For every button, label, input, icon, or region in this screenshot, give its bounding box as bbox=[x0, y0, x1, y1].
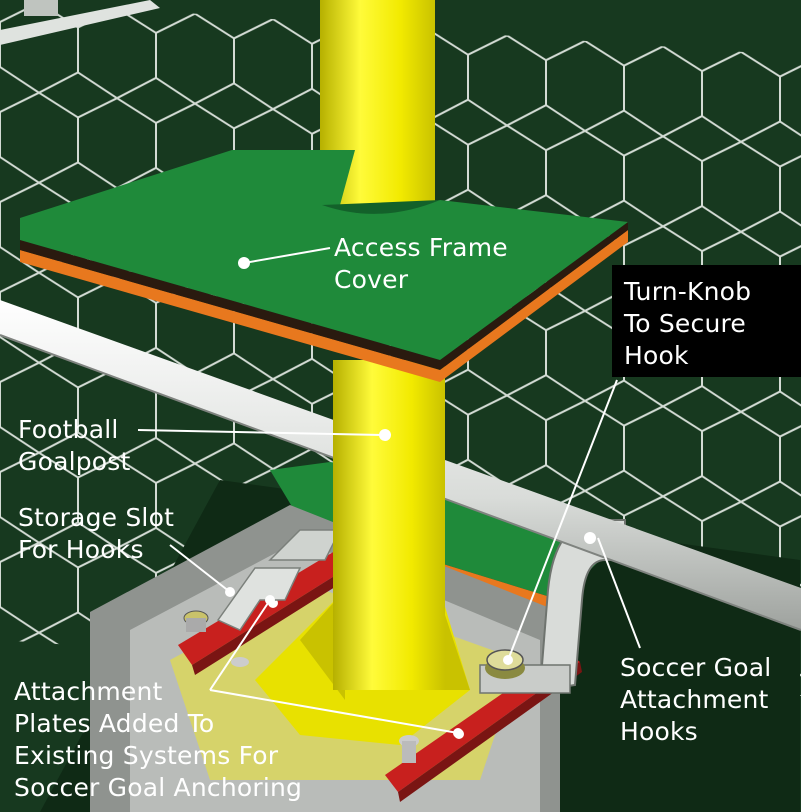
callout-dots bbox=[225, 257, 596, 738]
label-line: To Secure bbox=[624, 309, 747, 338]
label-attachment-plates: Attachment Plates Added To Existing Syst… bbox=[14, 676, 302, 804]
label-line: Attachment bbox=[620, 685, 769, 714]
label-soccer-goal-hooks: Soccer Goal Attachment Hooks bbox=[620, 652, 771, 748]
label-line: For Hooks bbox=[18, 535, 144, 564]
label-line: Soccer Goal Anchoring bbox=[14, 773, 303, 802]
label-line: Football bbox=[18, 415, 119, 444]
label-football-goalpost: Football Goalpost bbox=[18, 414, 131, 478]
access-frame-cover bbox=[20, 150, 628, 382]
callout-lines bbox=[137, 247, 641, 734]
label-turn-knob: Turn-Knob To Secure Hook bbox=[624, 276, 751, 372]
label-line: Soccer Goal bbox=[620, 653, 772, 682]
label-access-frame-cover: Access Frame Cover bbox=[334, 232, 508, 296]
turn-knob bbox=[485, 649, 525, 679]
label-line: Plates Added To bbox=[14, 709, 215, 738]
label-line: Goalpost bbox=[18, 447, 131, 476]
label-line: Hook bbox=[624, 341, 689, 370]
storage-slot-hook bbox=[216, 529, 342, 631]
label-line: Hooks bbox=[620, 717, 698, 746]
label-line: Cover bbox=[334, 265, 409, 294]
goalpost bbox=[320, 0, 445, 690]
label-storage-slot: Storage Slot For Hooks bbox=[18, 502, 174, 566]
label-line: Turn-Knob bbox=[624, 277, 752, 306]
label-line: Access Frame bbox=[334, 233, 508, 262]
bolts bbox=[183, 610, 419, 763]
label-line: Attachment bbox=[14, 677, 163, 706]
corner-frame bbox=[0, 0, 160, 45]
label-line: Existing Systems For bbox=[14, 741, 279, 770]
label-line: Storage Slot bbox=[18, 503, 175, 532]
turn-knob-callout-box bbox=[612, 265, 801, 377]
